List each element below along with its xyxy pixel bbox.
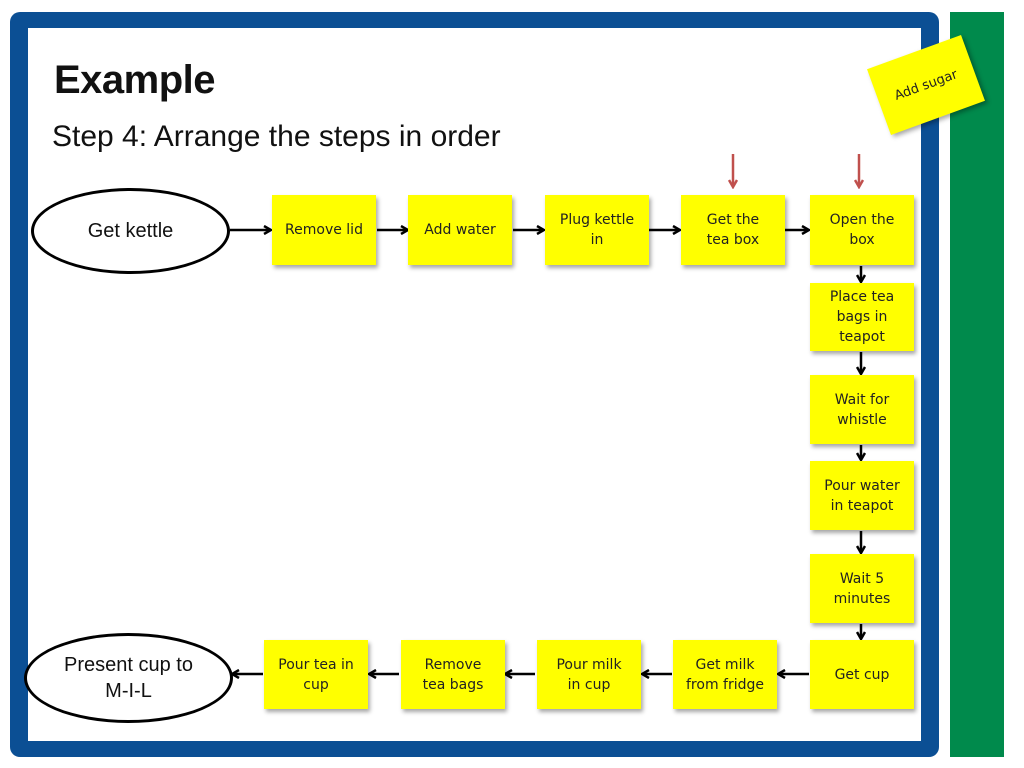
step-label: Wait for whistle xyxy=(834,391,890,428)
step-label: Pour milk in cup xyxy=(556,656,622,693)
slide-subtitle: Step 4: Arrange the steps in order xyxy=(52,120,501,153)
start-oval-label: Get kettle xyxy=(87,220,174,242)
step-label: Remove lid xyxy=(285,222,363,238)
step-label: Remove tea bags xyxy=(422,656,484,693)
slide-title: Example xyxy=(54,58,216,102)
step-open-the-box: Open the box xyxy=(810,195,914,265)
step-label: Open the box xyxy=(829,212,895,248)
step-remove-tea-bags: Remove tea bags xyxy=(401,640,505,709)
step-get-milk-from-fridge: Get milk from fridge xyxy=(673,640,777,709)
step-pour-water-in-teapot: Pour water in teapot xyxy=(810,461,914,530)
end-oval: Present cup to M-I-L xyxy=(24,633,233,723)
side-accent-bar xyxy=(950,12,1004,757)
start-oval: Get kettle xyxy=(31,188,230,274)
step-pour-tea-in-cup: Pour tea in cup xyxy=(264,640,368,709)
step-label: Pour water in teapot xyxy=(824,477,900,514)
step-label: Pour tea in cup xyxy=(278,656,354,693)
step-label: Get milk from fridge xyxy=(686,656,764,693)
step-label: Get the tea box xyxy=(706,212,760,248)
step-plug-kettle-in: Plug kettle in xyxy=(545,195,649,265)
slide-content-area xyxy=(28,28,921,741)
step-remove-lid: Remove lid xyxy=(272,195,376,265)
step-label: Place tea bags in teapot xyxy=(829,289,895,345)
end-oval-label: Present cup to M-I-L xyxy=(64,654,193,702)
step-label: Add water xyxy=(424,222,496,238)
step-get-cup: Get cup xyxy=(810,640,914,709)
step-label: Wait 5 minutes xyxy=(833,570,891,607)
step-place-tea-bags: Place tea bags in teapot xyxy=(810,283,914,351)
step-get-the-tea-box: Get the tea box xyxy=(681,195,785,265)
step-wait-5-minutes: Wait 5 minutes xyxy=(810,554,914,623)
step-wait-for-whistle: Wait for whistle xyxy=(810,375,914,444)
step-add-water: Add water xyxy=(408,195,512,265)
step-label: Get cup xyxy=(834,666,890,683)
step-pour-milk-in-cup: Pour milk in cup xyxy=(537,640,641,709)
step-label: Plug kettle in xyxy=(559,212,635,248)
